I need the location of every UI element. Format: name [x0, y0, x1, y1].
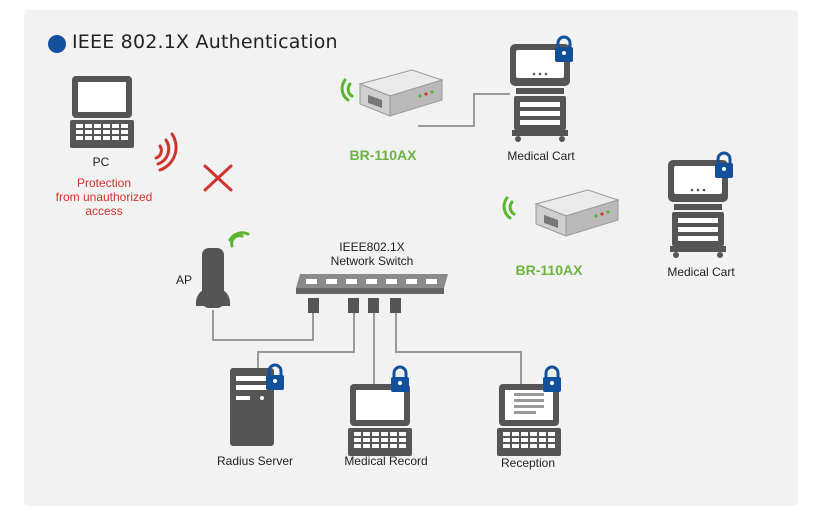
line-switch-to-reception: [395, 313, 522, 385]
record-label: Medical Record: [344, 454, 428, 468]
connection-lines: [212, 93, 522, 385]
switch-label-line2: Network Switch: [330, 254, 414, 268]
switch-label-line1: IEEE802.1X: [339, 240, 405, 254]
reception-label: Reception: [500, 456, 556, 470]
radius-server-icon: [230, 368, 274, 446]
br-mid-device-icon: [535, 189, 619, 237]
br-mid-label: BR-110AX: [515, 262, 583, 278]
br-top-device-icon: [359, 69, 443, 117]
br-top-wifi-signal-icon: [340, 78, 354, 102]
protection-label-line2: from unauthorized: [55, 190, 153, 204]
access-point-icon: [195, 248, 231, 308]
diagram-title: IEEE 802.1X Authentication: [72, 31, 338, 53]
line-switch-to-server: [257, 313, 355, 368]
protection-label-line3: access: [85, 204, 123, 218]
radius-label: Radius Server: [216, 454, 294, 468]
protection-label-line1: Protection: [76, 176, 132, 190]
blocked-cross-icon: [203, 164, 233, 192]
reception-document-icon: [514, 393, 544, 414]
radius-lock-icon: [264, 363, 286, 392]
red-wifi-signal-icon: [154, 132, 178, 172]
cart-right-lock-icon: [713, 151, 735, 180]
cart-right-label: Medical Cart: [667, 265, 735, 279]
cart-top-label: Medical Cart: [507, 149, 575, 163]
title-bullet-icon: [48, 35, 66, 53]
pc-laptop-icon: [70, 76, 134, 148]
ap-wifi-signal-icon: [228, 231, 250, 248]
line-br-top-to-cart: [418, 93, 510, 127]
cart-top-lock-icon: [553, 35, 575, 64]
ap-label: AP: [175, 273, 193, 287]
line-ap-to-switch: [212, 310, 314, 341]
record-lock-icon: [389, 365, 411, 394]
br-top-label: BR-110AX: [349, 147, 417, 163]
network-switch-icon: [296, 274, 448, 313]
br-mid-wifi-signal-icon: [502, 196, 516, 220]
record-laptop-icon: [348, 384, 412, 456]
reception-lock-icon: [541, 365, 563, 394]
pc-label: PC: [92, 155, 110, 169]
